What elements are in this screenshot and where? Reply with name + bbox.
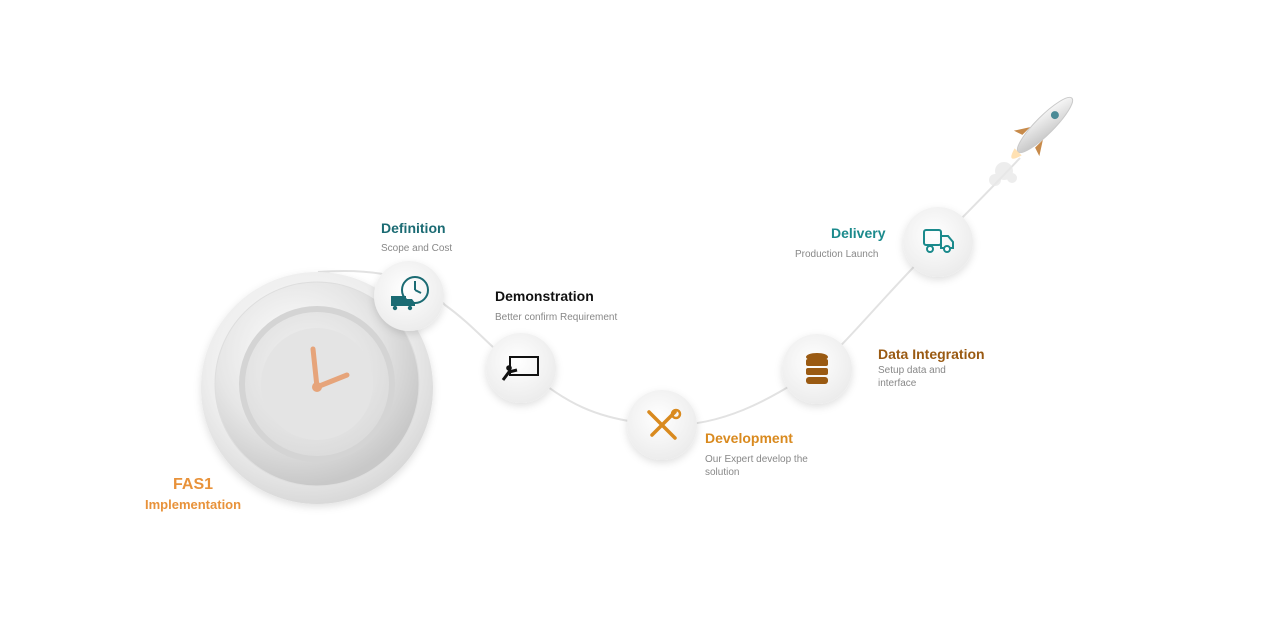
- clock-dial: [201, 272, 433, 504]
- step-title-development: Development: [705, 430, 793, 446]
- brand-name: FAS1: [173, 476, 214, 493]
- step-subtitle-delivery: Production Launch: [795, 249, 879, 260]
- step-title-delivery: Delivery: [831, 225, 886, 241]
- step-subtitle-development: Our Expert develop the solution: [705, 454, 808, 478]
- step-definition-button[interactable]: [374, 261, 444, 331]
- brand-tagline: Implementation: [145, 497, 242, 512]
- step-delivery-button[interactable]: [903, 207, 973, 277]
- step-data-integration-button[interactable]: [782, 334, 852, 404]
- presentation-board-icon: [501, 356, 539, 381]
- step-title-definition: Definition: [381, 220, 446, 236]
- node-demonstration: [486, 333, 556, 403]
- rocket-image: [1011, 96, 1074, 159]
- node-definition: [374, 261, 444, 331]
- step-subtitle-demonstration: Better confirm Requirement: [495, 312, 618, 323]
- rocket-smoke: [989, 162, 1017, 186]
- step-demonstration-button[interactable]: [486, 333, 556, 403]
- truck-clock-icon: [391, 276, 429, 311]
- node-delivery: [903, 207, 973, 277]
- step-title-data-integration: Data Integration: [878, 346, 985, 362]
- tools-icon: [647, 408, 682, 440]
- database-icon: [806, 353, 828, 384]
- step-development-button[interactable]: [627, 390, 697, 460]
- step-title-demonstration: Demonstration: [495, 288, 594, 304]
- step-subtitle-definition: Scope and Cost: [381, 243, 453, 254]
- delivery-truck-icon: [923, 229, 954, 253]
- step-subtitle-data-integration: Setup data and interface: [878, 365, 946, 389]
